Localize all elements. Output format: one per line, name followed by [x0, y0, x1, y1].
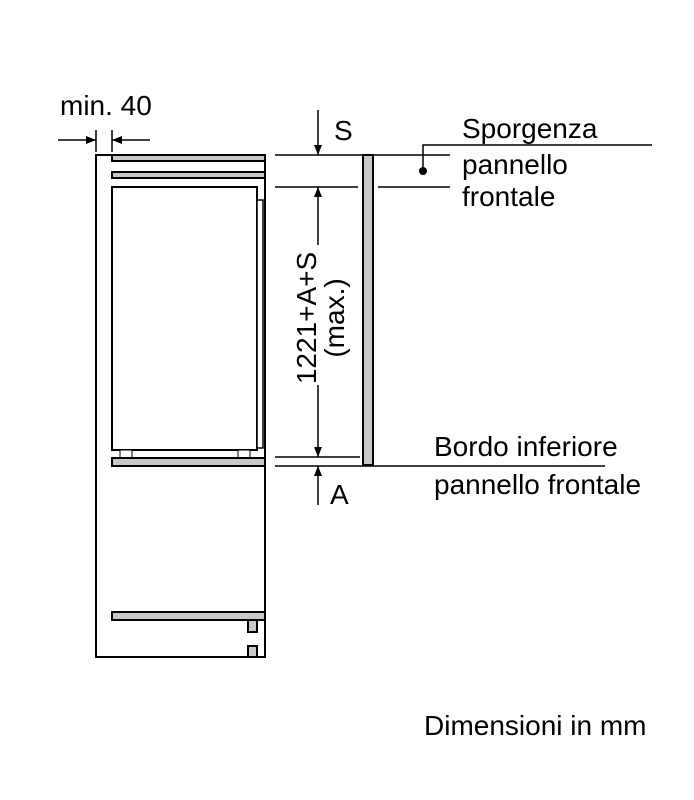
lower-shelf [111, 611, 266, 621]
s-label: S [334, 115, 353, 146]
a-label: A [330, 479, 349, 510]
height-dim-label: 1221+A+S [291, 252, 322, 384]
hinge-block [247, 619, 258, 633]
appliance-body [111, 186, 258, 451]
protrusion-leader [422, 144, 652, 171]
upper-shelf [111, 171, 266, 179]
front-panel [362, 154, 374, 466]
support-shelf [111, 457, 266, 467]
units-note: Dimensioni in mm [424, 710, 647, 741]
appliance-door-edge [256, 199, 264, 449]
cabinet [95, 154, 266, 658]
appliance-foot [119, 449, 133, 459]
height-label-bg [280, 245, 350, 385]
min-gap-label: min. 40 [60, 90, 152, 121]
height-max-label: (max.) [319, 278, 350, 357]
appliance-foot [237, 449, 251, 459]
leader-dot [419, 167, 427, 175]
bottom-edge-label-2: pannello frontale [434, 469, 641, 500]
bottom-edge-label-1: Bordo inferiore [434, 431, 618, 462]
protrusion-label-2: pannello [462, 149, 568, 180]
top-panel [111, 154, 266, 162]
protrusion-label-3: frontale [462, 181, 555, 212]
protrusion-label-1: Sporgenza [462, 113, 598, 144]
hinge-block [247, 645, 258, 658]
